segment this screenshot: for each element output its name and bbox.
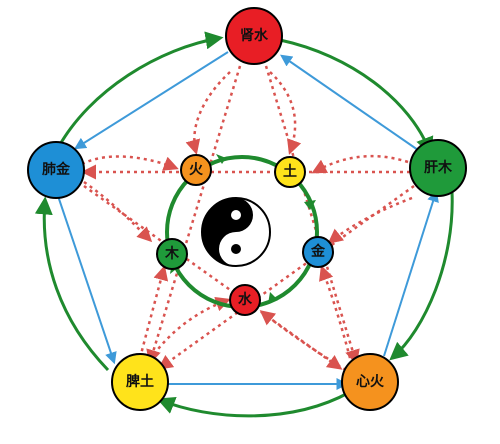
outer-generating-cycle [34,31,454,418]
arrow-kidney-to-liver [279,38,434,156]
node-heart-label: 心火 [356,374,385,390]
arrow-kidney-to-heart [264,65,360,365]
arrow-heart-to-liver [383,189,439,357]
node-heart-circle [341,353,399,411]
curve-liver-a [311,154,409,174]
node-kidney-circle [225,7,283,65]
outer-nodes: 肾水 肝木 心火 脾土 肺金 [27,7,467,411]
curve-liver-b [327,196,413,244]
node-spleen: 脾土 [111,353,169,411]
node-earth-circle [274,156,306,188]
node-liver-label: 肝木 [424,159,453,176]
arrow-liver-to-kidney [280,54,419,151]
arrow-heart-to-spleen [156,390,351,418]
node-spleen-circle [111,353,169,411]
arrow-liver-to-heart [389,191,454,361]
node-spleen-label: 脾土 [126,373,154,390]
arrow-lung-to-spleen [55,189,117,365]
node-fire-label: 火 [189,162,204,178]
inner-arrow-3 [268,292,278,304]
curve-kidney-left-a [185,71,231,155]
curve-heart-a [319,265,352,359]
node-fire: 火 [180,154,212,186]
curve-lung-a [83,180,153,243]
arrow-kidney-to-lung [73,51,229,150]
node-wood-label: 木 [164,245,180,262]
node-liver-circle [409,139,467,197]
node-earth-label: 土 [283,163,297,180]
node-kidney-label: 肾水 [240,27,269,44]
arrow-lung-to-kidney [56,31,224,149]
outer-reverse-arrows [55,51,439,390]
node-metal-circle [302,236,334,268]
node-wood: 木 [156,238,188,270]
node-water-circle [229,284,261,316]
node-lung-label: 肺金 [42,161,71,178]
node-kidney: 肾水 [225,7,283,65]
curve-lung-b [81,155,179,171]
node-water: 水 [229,284,261,316]
node-metal: 金 [302,236,334,268]
arrow-kidney-to-spleen [146,65,242,365]
node-wood-circle [156,238,188,270]
inner-arrow-2 [304,200,316,210]
curve-kidney-right-a [269,71,302,155]
arrow-liver-to-spleen [157,184,415,370]
arrow-spleen-to-lung [34,196,110,372]
controlling-arrows [81,65,415,372]
inner-arrow-1 [216,154,226,164]
node-metal-label: 金 [310,243,326,260]
yin-yang-icon [201,197,271,267]
node-fire-circle [180,154,212,186]
curve-heart-b [259,310,347,372]
node-liver: 肝木 [409,139,467,197]
curve-spleen-b [138,265,169,359]
node-lung: 肺金 [27,141,85,199]
inner-nodes: 火 土 金 水 木 [156,154,334,316]
curve-spleen-a [148,296,231,361]
node-lung-circle [27,141,85,199]
node-water-label: 水 [238,291,253,308]
node-earth: 土 [274,156,306,188]
node-heart: 心火 [341,353,399,411]
